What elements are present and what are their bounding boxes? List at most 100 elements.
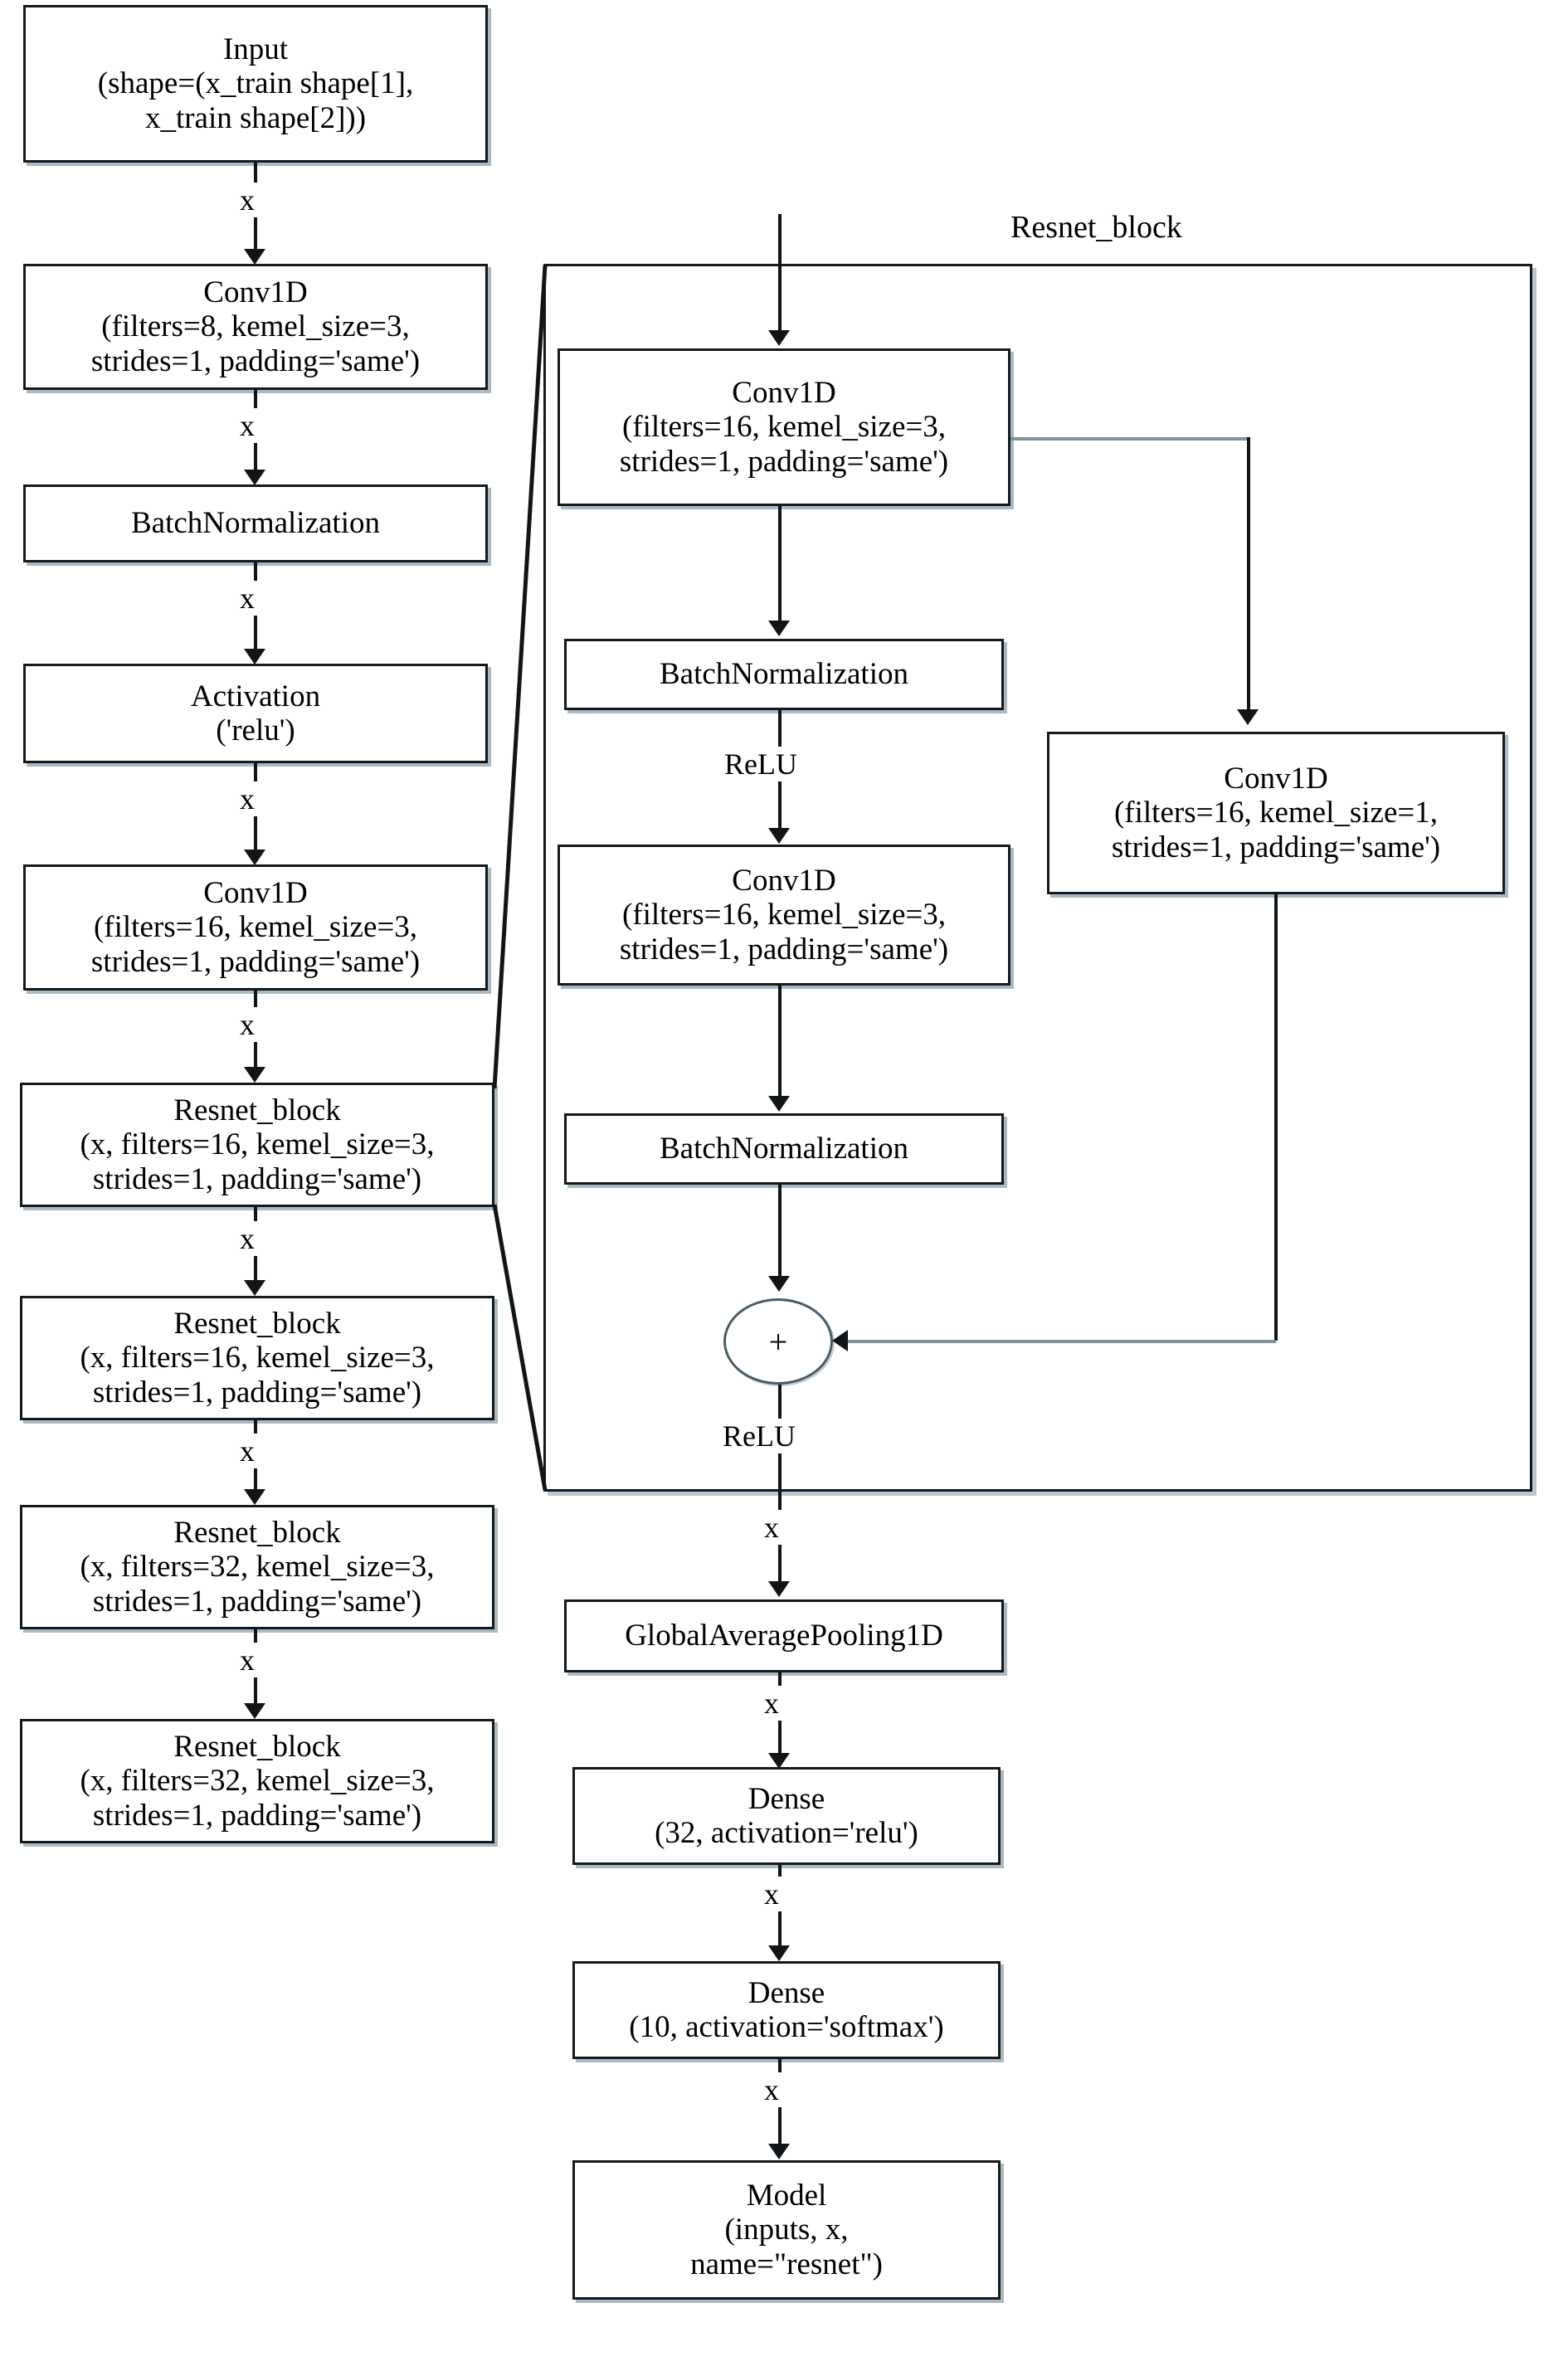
arrowhead-convb-to-bnb bbox=[768, 1096, 790, 1112]
edge-label-add-relu: ReLU bbox=[720, 1419, 798, 1453]
node-resnet-block-3: Resnet_block (x, filters=32, kemel_size=… bbox=[20, 1505, 494, 1629]
node-global-average-pooling-1d: GlobalAveragePooling1D bbox=[564, 1599, 1004, 1672]
node-dense-10-line1: Dense bbox=[747, 1975, 825, 2010]
arrowhead-group-input bbox=[768, 330, 790, 346]
node-block-batchnorm-a-line1: BatchNormalization bbox=[659, 657, 908, 692]
edge-shortcut-return-horizontal bbox=[848, 1340, 1276, 1343]
node-model: Model (inputs, x, name="resnet") bbox=[572, 2160, 1001, 2300]
node-resnet-block-1-line3: strides=1, padding='same') bbox=[92, 1161, 422, 1196]
node-dense-32-line2: (32, activation='relu') bbox=[655, 1816, 918, 1850]
node-input: Input (shape=(x_train shape[1], x_train … bbox=[23, 5, 488, 163]
node-add-operation: + bbox=[723, 1298, 833, 1385]
node-batchnormalization-1-line1: BatchNormalization bbox=[130, 506, 380, 541]
node-block-shortcut-conv1d: Conv1D (filters=16, kemel_size=1, stride… bbox=[1047, 732, 1505, 894]
edge-shortcut-horizontal bbox=[1010, 437, 1249, 441]
node-dense-10: Dense (10, activation='softmax') bbox=[572, 1961, 1001, 2059]
arrowhead-conv2-to-rb1 bbox=[244, 1067, 265, 1083]
node-block-conv1d-b-line1: Conv1D bbox=[732, 863, 836, 898]
arrowhead-bna-to-convb bbox=[768, 828, 790, 844]
edge-label-group-to-gap: x bbox=[762, 1510, 782, 1545]
edge-label-input-to-conv1: x bbox=[237, 183, 257, 217]
node-block-shortcut-conv1d-line1: Conv1D bbox=[1224, 761, 1328, 796]
node-batchnormalization-1: BatchNormalization bbox=[23, 484, 488, 562]
edge-label-dense2-to-model: x bbox=[762, 2072, 782, 2107]
node-global-average-pooling-1d-line1: GlobalAveragePooling1D bbox=[625, 1619, 943, 1653]
node-dense-10-line2: (10, activation='softmax') bbox=[629, 2010, 944, 2044]
resnet-block-group-title: Resnet_block bbox=[1010, 210, 1182, 245]
node-resnet-block-2-line2: (x, filters=16, kemel_size=3, bbox=[80, 1341, 435, 1375]
edge-label-conv2-to-rb1: x bbox=[237, 1007, 257, 1042]
node-resnet-block-2-line3: strides=1, padding='same') bbox=[92, 1375, 422, 1409]
edge-label-rb1-to-rb2: x bbox=[237, 1221, 257, 1256]
edge-shortcut-return-vertical bbox=[1274, 894, 1278, 1341]
node-resnet-block-3-line1: Resnet_block bbox=[173, 1515, 341, 1550]
node-resnet-block-4-line3: strides=1, padding='same') bbox=[92, 1798, 422, 1833]
node-block-batchnorm-b-line1: BatchNormalization bbox=[659, 1132, 908, 1166]
node-model-line1: Model bbox=[746, 2178, 827, 2213]
node-block-conv1d-b-line3: strides=1, padding='same') bbox=[619, 932, 949, 966]
arrowhead-dense2-to-model bbox=[768, 2144, 790, 2159]
node-conv1d-8-line3: strides=1, padding='same') bbox=[90, 343, 421, 378]
arrowhead-dense1-to-dense2 bbox=[768, 1945, 790, 1961]
arrowhead-rb2-to-rb3 bbox=[244, 1489, 265, 1505]
node-block-conv1d-b: Conv1D (filters=16, kemel_size=3, stride… bbox=[558, 845, 1010, 986]
node-resnet-block-3-line3: strides=1, padding='same') bbox=[92, 1584, 422, 1619]
node-resnet-block-4: Resnet_block (x, filters=32, kemel_size=… bbox=[20, 1719, 494, 1843]
node-activation-relu-line1: Activation bbox=[190, 679, 321, 713]
arrowhead-input-to-conv1 bbox=[244, 249, 265, 265]
node-conv1d-8-line2: (filters=8, kemel_size=3, bbox=[101, 309, 410, 344]
node-resnet-block-2-line1: Resnet_block bbox=[173, 1306, 341, 1341]
node-dense-32: Dense (32, activation='relu') bbox=[572, 1767, 1001, 1865]
node-input-line3: x_train shape[2])) bbox=[144, 100, 367, 135]
node-resnet-block-4-line2: (x, filters=32, kemel_size=3, bbox=[80, 1764, 435, 1799]
node-conv1d-16-line2: (filters=16, kemel_size=3, bbox=[93, 910, 418, 945]
edge-label-rb3-to-rb4: x bbox=[237, 1643, 257, 1677]
node-resnet-block-1-line2: (x, filters=16, kemel_size=3, bbox=[80, 1127, 435, 1162]
node-conv1d-8-line1: Conv1D bbox=[203, 275, 308, 309]
node-block-batchnorm-b: BatchNormalization bbox=[564, 1113, 1004, 1185]
edge-convb-to-bnb bbox=[778, 986, 782, 1102]
arrowhead-bnb-to-add bbox=[768, 1276, 790, 1292]
node-resnet-block-1-line1: Resnet_block bbox=[173, 1093, 341, 1127]
arrowhead-shortcut-into-add bbox=[832, 1330, 848, 1351]
node-block-conv1d-a-line1: Conv1D bbox=[732, 375, 836, 410]
node-dense-32-line1: Dense bbox=[747, 1781, 825, 1816]
node-block-conv1d-a: Conv1D (filters=16, kemel_size=3, stride… bbox=[558, 348, 1010, 506]
arrowhead-rb3-to-rb4 bbox=[244, 1703, 265, 1719]
arrowhead-conv1-to-bn1 bbox=[244, 470, 265, 485]
edge-label-dense1-to-dense2: x bbox=[762, 1877, 782, 1911]
add-operation-symbol: + bbox=[768, 1322, 788, 1361]
edge-label-bn1-to-act1: x bbox=[237, 581, 257, 616]
arrowhead-bn1-to-act1 bbox=[244, 649, 265, 665]
node-block-conv1d-a-line3: strides=1, padding='same') bbox=[619, 444, 949, 479]
node-resnet-block-2: Resnet_block (x, filters=16, kemel_size=… bbox=[20, 1296, 494, 1420]
node-block-batchnorm-a: BatchNormalization bbox=[564, 639, 1004, 710]
arrowhead-rb1-to-rb2 bbox=[244, 1280, 265, 1296]
arrowhead-conva-to-bna bbox=[768, 621, 790, 636]
edge-label-bna-to-convb-relu: ReLU bbox=[722, 747, 800, 781]
edge-label-rb2-to-rb3: x bbox=[237, 1434, 257, 1468]
node-model-line3: name="resnet") bbox=[690, 2247, 883, 2281]
edge-bnb-to-add bbox=[778, 1185, 782, 1283]
edge-label-gap-to-dense1: x bbox=[762, 1686, 782, 1721]
arrowhead-group-to-gap bbox=[768, 1581, 790, 1597]
node-model-line2: (inputs, x, bbox=[724, 2213, 849, 2247]
node-block-shortcut-conv1d-line2: (filters=16, kemel_size=1, bbox=[1113, 796, 1439, 830]
node-block-conv1d-b-line2: (filters=16, kemel_size=3, bbox=[621, 898, 947, 932]
arrowhead-shortcut-to-conv bbox=[1237, 709, 1259, 725]
node-resnet-block-3-line2: (x, filters=32, kemel_size=3, bbox=[80, 1550, 435, 1585]
edge-conva-to-bna bbox=[778, 506, 782, 626]
node-block-shortcut-conv1d-line3: strides=1, padding='same') bbox=[1111, 830, 1441, 864]
node-resnet-block-4-line1: Resnet_block bbox=[173, 1729, 341, 1764]
node-conv1d-8: Conv1D (filters=8, kemel_size=3, strides… bbox=[23, 264, 488, 390]
node-activation-relu-line2: ('relu') bbox=[216, 713, 295, 747]
edge-label-act1-to-conv2: x bbox=[237, 781, 257, 816]
edge-label-conv1-to-bn1: x bbox=[237, 408, 257, 443]
node-resnet-block-1: Resnet_block (x, filters=16, kemel_size=… bbox=[20, 1083, 494, 1207]
node-activation-relu: Activation ('relu') bbox=[23, 664, 488, 763]
node-conv1d-16: Conv1D (filters=16, kemel_size=3, stride… bbox=[23, 864, 488, 991]
arrowhead-gap-to-dense1 bbox=[768, 1753, 790, 1769]
edge-shortcut-vertical-down bbox=[1247, 437, 1250, 715]
node-input-line1: Input bbox=[222, 32, 289, 66]
node-block-conv1d-a-line2: (filters=16, kemel_size=3, bbox=[621, 410, 947, 445]
